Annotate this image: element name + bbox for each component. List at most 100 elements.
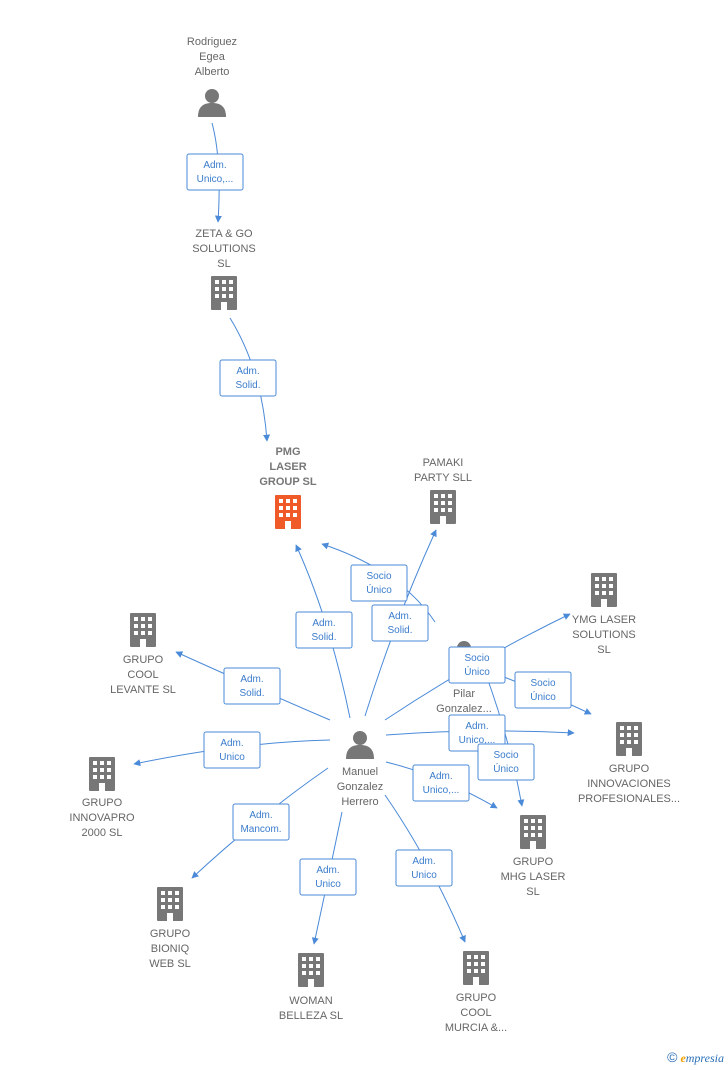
node-label: LASER <box>269 461 306 473</box>
person-icon <box>346 731 374 759</box>
edge-role-text: Unico,... <box>197 174 234 185</box>
edge-role-text: Solid. <box>235 380 260 391</box>
edge-role-label[interactable]: Adm.Solid. <box>223 667 281 705</box>
node-label: SOLUTIONS <box>572 629 636 641</box>
edge-role-text: Mancom. <box>240 824 281 835</box>
person-icon <box>198 89 226 117</box>
node-cool_murcia[interactable]: GRUPO COOL MURCIA &... <box>445 951 507 1034</box>
edge-role-text: Socio <box>366 571 391 582</box>
edge-role-text: Solid. <box>239 688 264 699</box>
node-label: PARTY SLL <box>414 472 472 484</box>
node-woman[interactable]: WOMAN BELLEZA SL <box>279 953 343 1022</box>
building-icon <box>430 490 456 524</box>
edge-role-text: Adm. <box>203 160 226 171</box>
node-label: Pilar <box>453 688 475 700</box>
node-label: COOL <box>460 1007 491 1019</box>
edge-role-text: Adm. <box>249 810 272 821</box>
edge-role-text: Unico <box>411 870 437 881</box>
edge-role-label[interactable]: Adm.Solid. <box>371 604 429 642</box>
edge-role-text: Unico <box>315 879 341 890</box>
node-label: ZETA & GO <box>195 228 253 240</box>
node-label: LEVANTE SL <box>110 684 176 696</box>
node-label: GRUPO <box>513 856 554 868</box>
edge-pilar-to-mhg <box>484 671 525 807</box>
edge-role-text: Único <box>530 690 556 703</box>
building-icon <box>89 757 115 791</box>
node-label: GROUP SL <box>259 476 317 488</box>
node-label: Egea <box>199 51 226 63</box>
building-icon <box>298 953 324 987</box>
node-label: SOLUTIONS <box>192 243 256 255</box>
node-zeta[interactable]: ZETA & GO SOLUTIONS SL <box>192 228 256 310</box>
node-label: PMG <box>275 446 300 458</box>
edge-role-text: Socio <box>464 653 489 664</box>
edge-role-text: Adm. <box>429 771 452 782</box>
node-label: Alberto <box>195 66 230 78</box>
node-label: Gonzalez... <box>436 703 492 715</box>
node-label: Gonzalez <box>337 781 383 793</box>
node-pmg[interactable]: PMG LASER GROUP SL <box>259 446 317 529</box>
edge-labels-layer: Adm.Unico,...Adm.Solid.Adm.Solid.SocioÚn… <box>186 153 572 896</box>
copyright-icon: © <box>667 1049 678 1065</box>
node-label: YMG LASER <box>572 614 636 626</box>
building-icon <box>275 495 301 529</box>
edge-role-label[interactable]: Adm.Solid. <box>295 611 353 649</box>
node-pamaki[interactable]: PAMAKI PARTY SLL <box>414 457 472 524</box>
edge-role-label[interactable]: Adm.Unico <box>395 849 453 887</box>
brand-name: mpresia <box>685 1051 724 1065</box>
node-label: BIONIQ <box>151 943 190 955</box>
node-label: WOMAN <box>289 995 332 1007</box>
building-icon <box>591 573 617 607</box>
node-label: PAMAKI <box>423 457 464 469</box>
node-label: Rodriguez <box>187 36 237 48</box>
edge-role-text: Adm. <box>316 865 339 876</box>
empresia-watermark: ©empresia <box>667 1049 724 1066</box>
edge-role-text: Único <box>464 665 490 678</box>
node-label: MHG LASER <box>501 871 566 883</box>
node-label: Herrero <box>341 796 378 808</box>
brand-initial: e <box>680 1051 686 1065</box>
node-innovapro[interactable]: GRUPO INNOVAPRO 2000 SL <box>69 757 135 839</box>
node-label: PROFESIONALES... <box>578 793 680 805</box>
building-icon <box>616 722 642 756</box>
edge-role-label[interactable]: Adm. Mancom. <box>232 803 290 841</box>
node-label: GRUPO <box>123 654 164 666</box>
node-label: GRUPO <box>456 992 497 1004</box>
edge-role-label[interactable]: Adm. Unico,... <box>186 153 244 191</box>
edge-role-text: Adm. <box>312 618 335 629</box>
node-label: COOL <box>127 669 158 681</box>
node-label: BELLEZA SL <box>279 1010 343 1022</box>
node-label: Manuel <box>342 766 378 778</box>
node-label: SL <box>217 258 230 270</box>
edge-role-label[interactable]: Adm.Unico <box>203 731 261 769</box>
node-label: SL <box>597 644 610 656</box>
node-label: GRUPO <box>82 797 123 809</box>
edge-role-text: Adm. <box>388 611 411 622</box>
node-ymg[interactable]: YMG LASER SOLUTIONS SL <box>572 573 636 656</box>
edge-role-text: Unico,... <box>423 785 460 796</box>
edge-role-text: Socio <box>493 750 518 761</box>
edge-role-text: Adm. <box>236 366 259 377</box>
edge-role-label[interactable]: Adm. Unico <box>299 858 357 896</box>
edge-role-label[interactable]: Adm.Unico,... <box>448 714 506 752</box>
node-label: MURCIA &... <box>445 1022 507 1034</box>
node-label: WEB SL <box>149 958 191 970</box>
building-icon <box>520 815 546 849</box>
node-cool_levante[interactable]: GRUPO COOL LEVANTE SL <box>110 613 176 696</box>
node-label: INNOVAPRO <box>69 812 135 824</box>
node-label: 2000 SL <box>82 827 123 839</box>
edge-role-label[interactable]: Adm. Unico,... <box>412 764 470 802</box>
edge-role-label[interactable]: Adm. Solid. <box>219 359 277 397</box>
building-icon <box>463 951 489 985</box>
edge-role-text: Unico <box>219 752 245 763</box>
node-innovaciones[interactable]: GRUPOINNOVACIONESPROFESIONALES... <box>578 722 680 805</box>
